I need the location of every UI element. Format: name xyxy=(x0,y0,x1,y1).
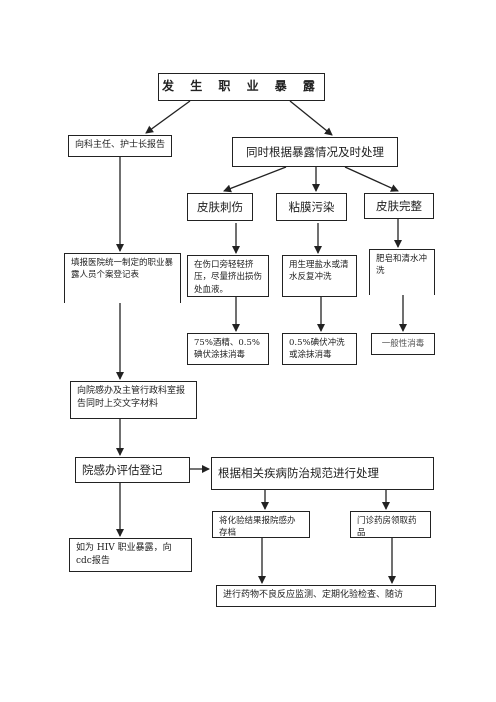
node-mucosa-step2: 0.5%碘伏冲洗或涂抹消毒 xyxy=(282,333,357,365)
node-report-office: 向院感办及主管行政科室报告同时上交文字材料 xyxy=(70,381,197,419)
node-skin-intact-text: 皮肤完整 xyxy=(376,198,422,213)
node-pharmacy: 门诊药房领取药品 xyxy=(350,511,431,538)
node-puncture-step1-text: 在伤口旁轻轻挤压，尽量挤出损伤处血液。 xyxy=(194,260,263,295)
node-hiv-report-text: 如为 HIV 职业暴露，向cdc报告 xyxy=(76,543,172,567)
node-lab-archive: 将化验结果报院感办存档 xyxy=(212,511,310,538)
node-mucosa-contamination: 粘膜污染 xyxy=(276,193,347,221)
node-report-office-text: 向院感办及主管行政科室报告同时上交文字材料 xyxy=(77,386,186,410)
node-puncture-step2-text: 75%酒精、0.5%碘伏涂抹消毒 xyxy=(194,338,260,361)
node-title-text: 发 生 职 业 暴 露 xyxy=(162,79,321,94)
node-report-head: 向科主任、护士长报告 xyxy=(68,135,172,157)
node-intact-step1-text: 肥皂和清水冲洗 xyxy=(376,254,428,277)
node-intact-step1: 肥皂和清水冲洗 xyxy=(369,249,435,295)
node-intact-step2: 一般性消毒 xyxy=(371,333,435,355)
node-mucosa-text: 粘膜污染 xyxy=(288,199,335,214)
node-handle-text: 同时根据暴露情况及时处理 xyxy=(246,144,384,159)
arrow-title-to-handle xyxy=(289,100,333,136)
node-pharmacy-text: 门诊药房领取药品 xyxy=(357,516,417,538)
node-skin-puncture-text: 皮肤刺伤 xyxy=(197,199,243,214)
node-monitoring: 进行药物不良反应监测、定期化验检查、随访 xyxy=(216,585,436,607)
node-puncture-step1: 在伤口旁轻轻挤压，尽量挤出损伤处血液。 xyxy=(187,255,269,297)
node-evaluate-register: 院感办评估登记 xyxy=(75,457,190,483)
node-mucosa-step2-text: 0.5%碘伏冲洗或涂抹消毒 xyxy=(289,338,345,361)
node-skin-intact: 皮肤完整 xyxy=(364,193,434,219)
node-hiv-report: 如为 HIV 职业暴露，向cdc报告 xyxy=(69,538,192,572)
node-intact-step2-text: 一般性消毒 xyxy=(381,338,425,349)
node-disease-handling-text: 根据相关疾病防治规范进行处理 xyxy=(218,466,379,481)
node-report-head-text: 向科主任、护士长报告 xyxy=(75,140,166,150)
node-skin-puncture: 皮肤刺伤 xyxy=(187,193,253,221)
node-lab-archive-text: 将化验结果报院感办存档 xyxy=(219,516,296,538)
node-evaluate-text: 院感办评估登记 xyxy=(82,462,163,477)
node-mucosa-step1: 用生理盐水或清水反复冲洗 xyxy=(282,255,357,297)
node-fill-form: 填报医院统一制定的职业暴露人员个案登记表 xyxy=(64,253,181,303)
node-disease-handling: 根据相关疾病防治规范进行处理 xyxy=(211,457,434,490)
arrow-title-to-report-head xyxy=(145,100,191,134)
node-handle-immediately: 同时根据暴露情况及时处理 xyxy=(232,137,398,167)
node-mucosa-step1-text: 用生理盐水或清水反复冲洗 xyxy=(289,260,349,283)
node-puncture-step2: 75%酒精、0.5%碘伏涂抹消毒 xyxy=(187,333,269,365)
node-monitoring-text: 进行药物不良反应监测、定期化验检查、随访 xyxy=(223,590,404,600)
arrow-handle-to-intact xyxy=(344,166,399,192)
node-title: 发 生 职 业 暴 露 xyxy=(158,73,325,101)
arrow-handle-to-puncture xyxy=(223,166,287,193)
node-fill-form-text: 填报医院统一制定的职业暴露人员个案登记表 xyxy=(71,258,174,281)
